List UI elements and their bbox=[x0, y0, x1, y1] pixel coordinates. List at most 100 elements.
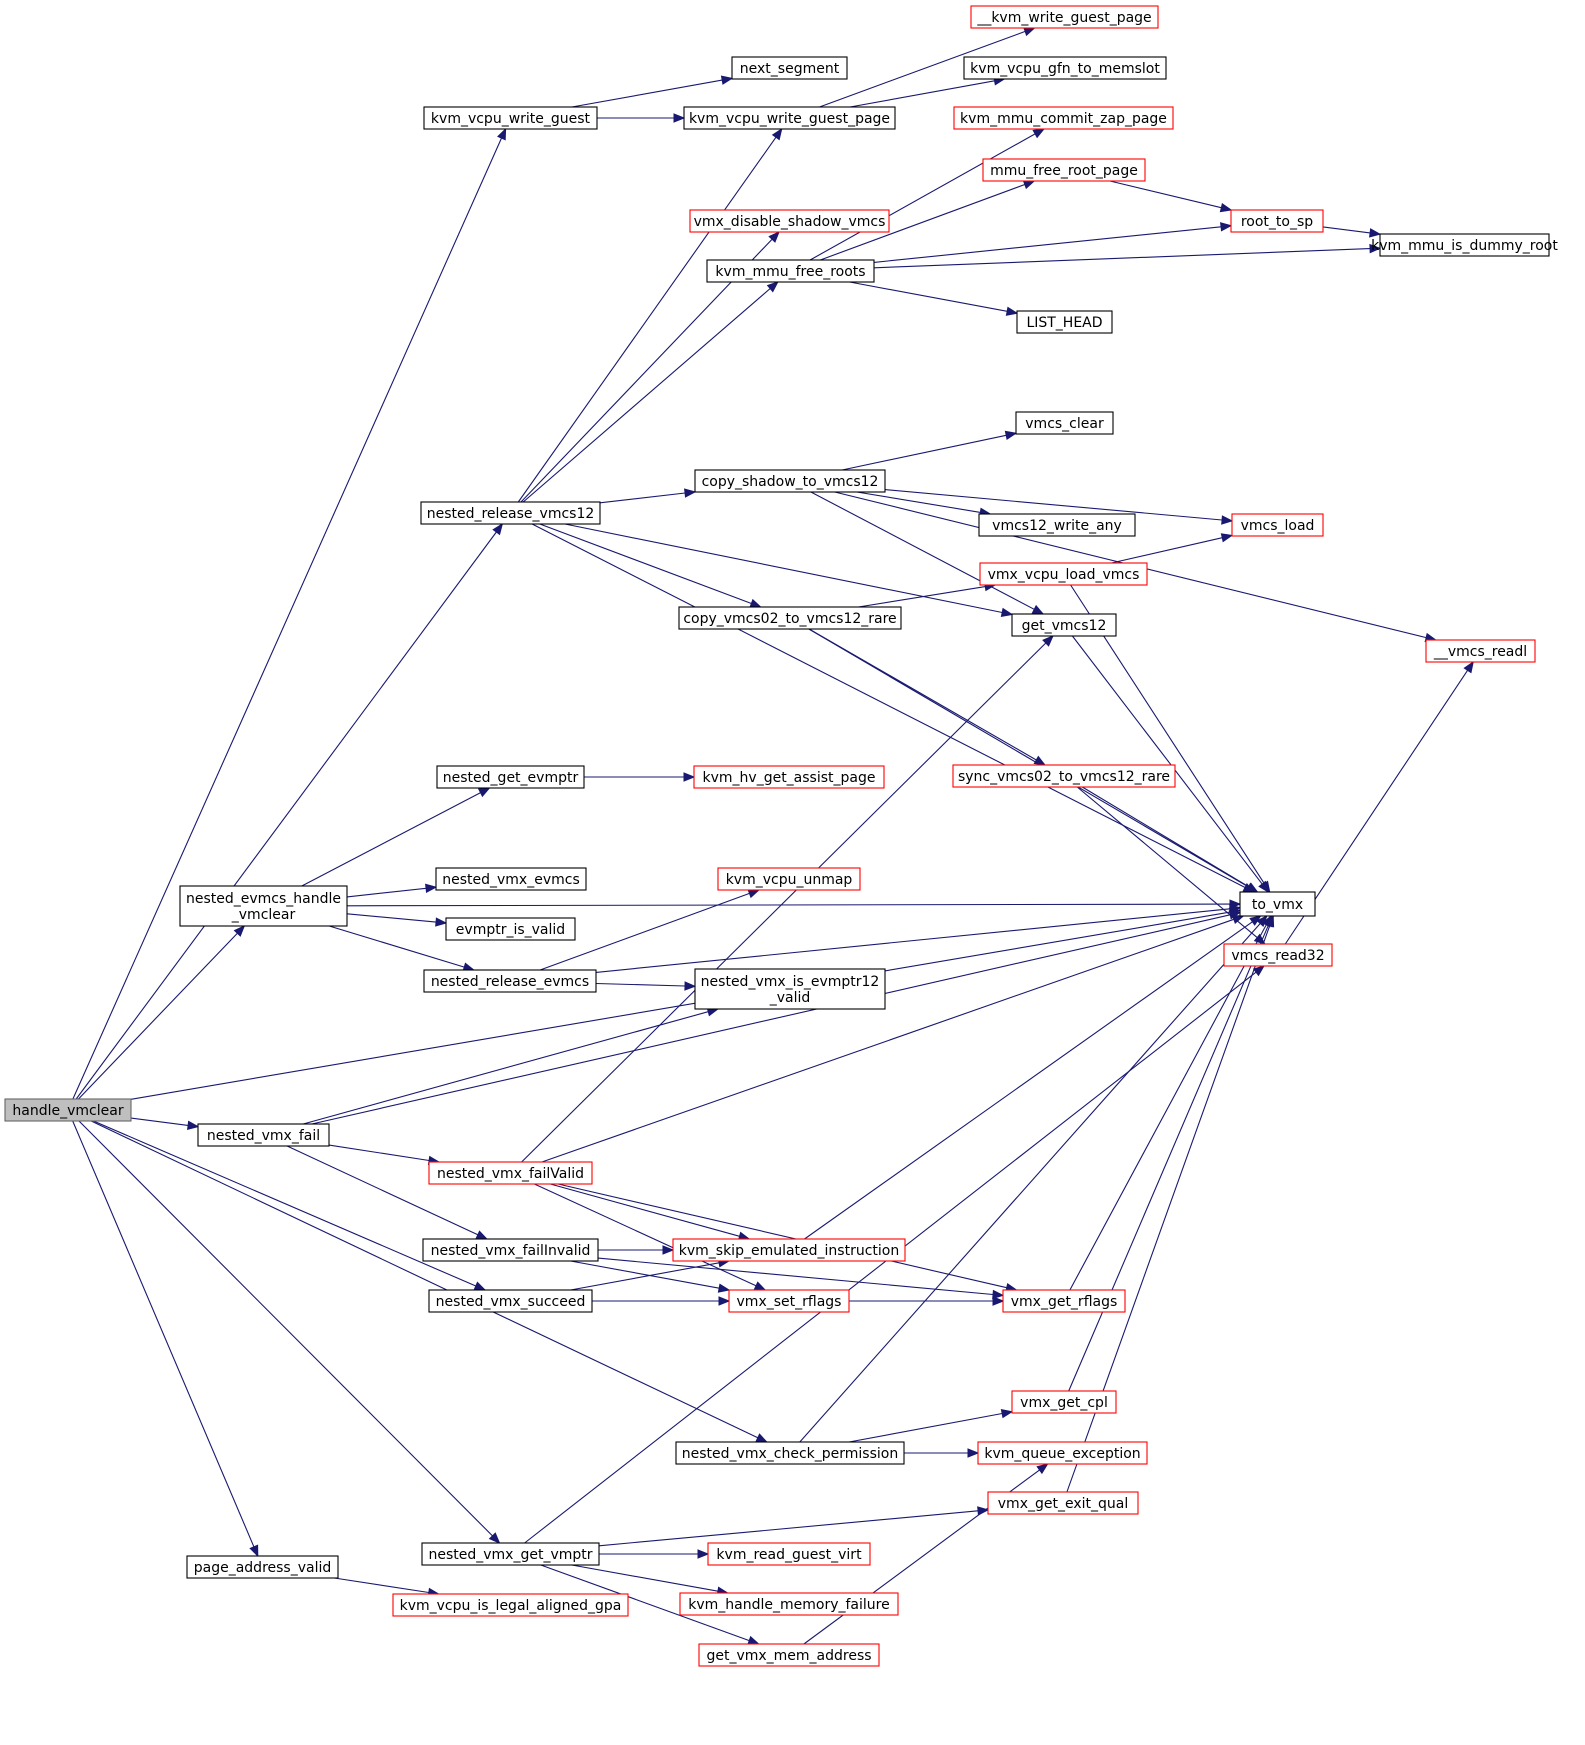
node-kvm_vcpu_write_guest_page[interactable]: kvm_vcpu_write_guest_page bbox=[683, 106, 896, 130]
edge-arrowhead bbox=[684, 981, 697, 991]
node-kvm_vcpu_gfn_to_memslot[interactable]: kvm_vcpu_gfn_to_memslot bbox=[963, 56, 1167, 80]
node-label: nested_release_vmcs12 bbox=[427, 506, 595, 522]
edge-nested_vmx_failValid-to-to_vmx bbox=[541, 914, 1245, 1163]
edge-line bbox=[570, 1260, 720, 1289]
node-handle_vmclear[interactable]: handle_vmclear bbox=[4, 1098, 132, 1122]
node-box bbox=[428, 1289, 593, 1313]
node-nested_vmx_fail[interactable]: nested_vmx_fail bbox=[197, 1123, 330, 1147]
edge-vmx_get_rflags-to-to_vmx bbox=[1069, 914, 1272, 1291]
node-get_vmx_mem_address[interactable]: get_vmx_mem_address bbox=[698, 1643, 880, 1667]
node-box bbox=[689, 209, 890, 233]
node-nested_release_vmcs12[interactable]: nested_release_vmcs12 bbox=[420, 501, 601, 525]
node-kvm_mmu_commit_zap_page[interactable]: kvm_mmu_commit_zap_page bbox=[953, 106, 1174, 130]
node-box bbox=[987, 1491, 1139, 1515]
node-get_vmcs12[interactable]: get_vmcs12 bbox=[1011, 613, 1117, 637]
edge-nested_release_evmcs-to-to_vmx bbox=[595, 904, 1242, 973]
edge-line bbox=[1109, 180, 1222, 209]
edge-line bbox=[328, 1144, 430, 1162]
node-kvm_mmu_is_dummy_root[interactable]: kvm_mmu_is_dummy_root bbox=[1371, 233, 1558, 257]
node-nested_get_evmptr[interactable]: nested_get_evmptr bbox=[436, 765, 585, 789]
edge-line bbox=[810, 491, 1035, 610]
edge-nested_vmx_get_vmptr-to-get_vmx_mem_address bbox=[540, 1564, 760, 1645]
node-kvm_vcpu_is_legal_aligned_gpa[interactable]: kvm_vcpu_is_legal_aligned_gpa bbox=[392, 1593, 629, 1617]
edge-handle_vmclear-to-nested_vmx_fail bbox=[130, 1117, 200, 1130]
edge-line bbox=[820, 183, 1025, 261]
node-to_vmx[interactable]: to_vmx bbox=[1239, 891, 1316, 917]
edge-line bbox=[848, 1412, 1003, 1443]
node-evmptr_is_valid[interactable]: evmptr_is_valid bbox=[445, 917, 576, 941]
node-label: nested_vmx_failValid bbox=[437, 1166, 584, 1182]
edge-arrowhead bbox=[473, 1281, 487, 1291]
node-nested_evmcs_handle_vmclear[interactable]: nested_evmcs_handle_vmclear bbox=[179, 885, 348, 927]
node-nested_vmx_succeed[interactable]: nested_vmx_succeed bbox=[428, 1289, 593, 1313]
node-kvm_queue_exception[interactable]: kvm_queue_exception bbox=[977, 1441, 1148, 1465]
edge-kvm_vcpu_write_guest_page-to-kvm_vcpu_gfn_to_memslot bbox=[850, 76, 1006, 108]
node-label: kvm_mmu_commit_zap_page bbox=[960, 111, 1167, 127]
node-vmx_disable_shadow_vmcs[interactable]: vmx_disable_shadow_vmcs bbox=[689, 209, 890, 233]
node-vmx_set_rflags[interactable]: vmx_set_rflags bbox=[728, 1289, 850, 1313]
node-root_to_sp[interactable]: root_to_sp bbox=[1230, 209, 1324, 233]
node-kvm_handle_memory_failure[interactable]: kvm_handle_memory_failure bbox=[679, 1592, 899, 1616]
node-label: vmcs12_write_any bbox=[992, 518, 1122, 534]
node-label: kvm_mmu_is_dummy_root bbox=[1371, 238, 1558, 254]
node-label: kvm_hv_get_assist_page bbox=[703, 770, 876, 786]
node-nested_release_evmcs[interactable]: nested_release_evmcs bbox=[423, 969, 597, 993]
edge-arrowhead bbox=[673, 113, 686, 123]
node-kvm_mmu_free_roots[interactable]: kvm_mmu_free_roots bbox=[706, 259, 875, 283]
node-kvm_vcpu_unmap[interactable]: kvm_vcpu_unmap bbox=[717, 867, 861, 891]
edge-line bbox=[571, 79, 723, 108]
edge-nested_release_vmcs12-to-get_vmcs12 bbox=[564, 523, 1014, 618]
edge-arrowhead bbox=[233, 925, 246, 937]
node-vmcs12_write_any[interactable]: vmcs12_write_any bbox=[978, 513, 1136, 537]
edge-line bbox=[130, 1117, 189, 1126]
node-vmcs_clear[interactable]: vmcs_clear bbox=[1015, 411, 1114, 435]
node-__kvm_write_guest_page[interactable]: __kvm_write_guest_page bbox=[970, 5, 1159, 29]
edge-line bbox=[1071, 635, 1263, 885]
edge-arrowhead bbox=[425, 883, 438, 893]
node-nested_vmx_failInvalid[interactable]: nested_vmx_failInvalid bbox=[422, 1238, 599, 1262]
node-box bbox=[4, 1098, 132, 1122]
node-kvm_read_guest_virt[interactable]: kvm_read_guest_virt bbox=[707, 1542, 871, 1566]
node-copy_shadow_to_vmcs12[interactable]: copy_shadow_to_vmcs12 bbox=[694, 469, 886, 493]
node-box bbox=[1231, 513, 1324, 537]
node-label: nested_release_evmcs bbox=[431, 974, 589, 990]
node-copy_vmcs02_to_vmcs12_rare[interactable]: copy_vmcs02_to_vmcs12_rare bbox=[678, 606, 902, 630]
node-page_address_valid[interactable]: page_address_valid bbox=[186, 1555, 339, 1579]
node-kvm_skip_emulated_instruction[interactable]: kvm_skip_emulated_instruction bbox=[672, 1238, 906, 1262]
node-mmu_free_root_page[interactable]: mmu_free_root_page bbox=[982, 158, 1146, 182]
node-kvm_vcpu_write_guest[interactable]: kvm_vcpu_write_guest bbox=[423, 106, 598, 130]
node-vmx_vcpu_load_vmcs[interactable]: vmx_vcpu_load_vmcs bbox=[979, 562, 1148, 586]
node-kvm_hv_get_assist_page[interactable]: kvm_hv_get_assist_page bbox=[693, 765, 885, 789]
edge-handle_vmclear-to-to_vmx bbox=[130, 907, 1242, 1100]
edge-arrowhead bbox=[1004, 430, 1018, 441]
node-box bbox=[698, 1643, 880, 1667]
edge-arrowhead bbox=[187, 1120, 200, 1130]
node-label: _valid bbox=[769, 990, 811, 1006]
node-nested_vmx_failValid[interactable]: nested_vmx_failValid bbox=[428, 1161, 593, 1185]
node-nested_vmx_evmcs[interactable]: nested_vmx_evmcs bbox=[435, 867, 587, 891]
edge-get_vmcs12-to-to_vmx bbox=[1071, 635, 1270, 894]
node-label: nested_vmx_fail bbox=[207, 1128, 320, 1144]
edge-line bbox=[521, 642, 1047, 1163]
edge-arrowhead bbox=[967, 1448, 980, 1458]
edge-line bbox=[873, 248, 1371, 269]
edge-line bbox=[550, 1183, 740, 1237]
node-vmcs_read32[interactable]: vmcs_read32 bbox=[1223, 943, 1333, 967]
node-label: nested_vmx_evmcs bbox=[442, 872, 580, 888]
node-LIST_HEAD[interactable]: LIST_HEAD bbox=[1016, 310, 1113, 334]
node-nested_vmx_get_vmptr[interactable]: nested_vmx_get_vmptr bbox=[421, 1542, 600, 1566]
node-nested_vmx_check_permission[interactable]: nested_vmx_check_permission bbox=[675, 1441, 905, 1465]
edge-line bbox=[804, 921, 1253, 1240]
edge-handle_vmclear-to-nested_evmcs_handle_vmclear bbox=[78, 925, 246, 1100]
edge-copy_shadow_to_vmcs12-to-vmcs_load bbox=[884, 489, 1234, 525]
node-vmx_get_cpl[interactable]: vmx_get_cpl bbox=[1011, 1390, 1117, 1414]
node-__vmcs_readl[interactable]: __vmcs_readl bbox=[1425, 639, 1536, 663]
node-vmx_get_exit_qual[interactable]: vmx_get_exit_qual bbox=[987, 1491, 1139, 1515]
node-vmx_get_rflags[interactable]: vmx_get_rflags bbox=[1002, 1289, 1126, 1313]
node-label: vmx_get_cpl bbox=[1020, 1395, 1108, 1411]
node-sync_vmcs02_to_vmcs12_rare[interactable]: sync_vmcs02_to_vmcs12_rare bbox=[952, 764, 1176, 788]
node-box bbox=[423, 969, 597, 993]
node-vmcs_load[interactable]: vmcs_load bbox=[1231, 513, 1324, 537]
node-next_segment[interactable]: next_segment bbox=[731, 56, 848, 80]
node-nested_vmx_is_evmptr12_valid[interactable]: nested_vmx_is_evmptr12_valid bbox=[694, 968, 886, 1010]
